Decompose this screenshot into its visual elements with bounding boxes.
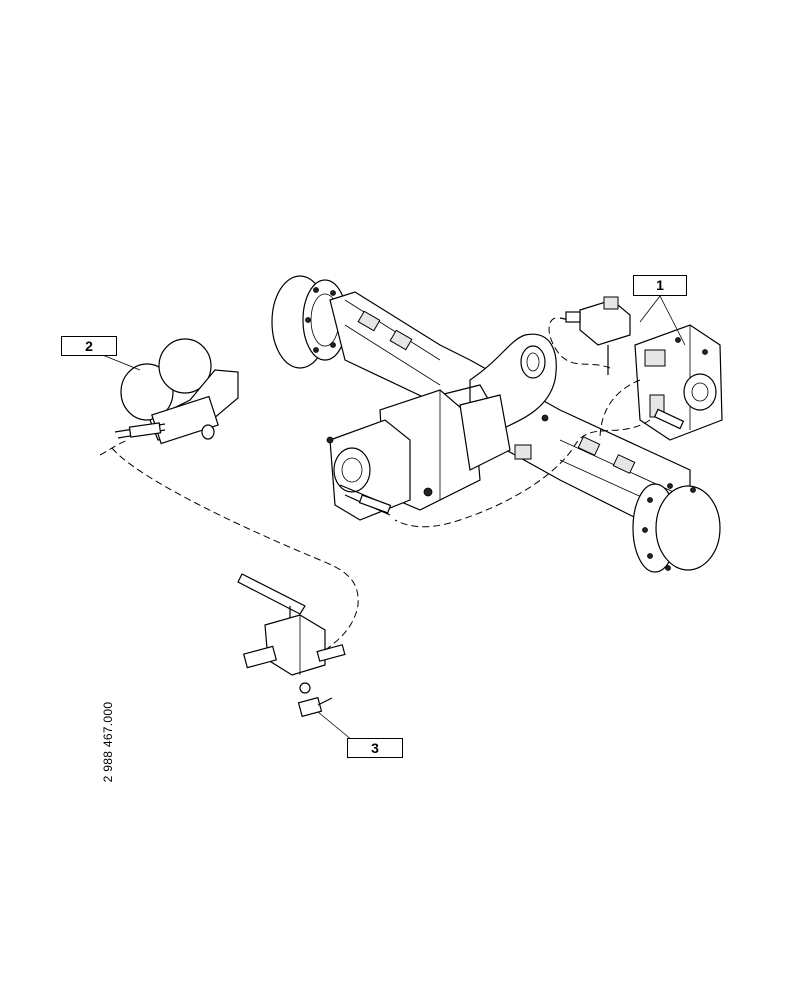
drawing-number: 2 988 467.000 [101,701,115,783]
callout-2: 2 [61,336,117,356]
hydraulic-lines [99,317,651,651]
hydraulic-pump [634,324,723,441]
part-1-pump-assembly [559,295,723,441]
solenoid-valve [559,296,631,375]
callout-1: 1 [633,275,687,296]
callout-3: 3 [347,738,403,758]
right-wheel-hub [632,483,721,573]
part-3-hand-brake-valve [237,573,353,741]
part-2-brake-accumulators [94,338,239,445]
drive-motor [326,419,433,521]
axle-assembly [271,275,721,573]
